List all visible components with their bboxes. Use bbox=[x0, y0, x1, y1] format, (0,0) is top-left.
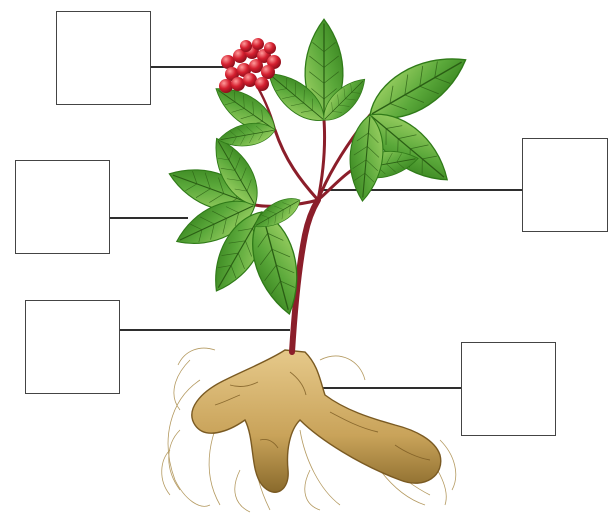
label-box-stem[interactable] bbox=[25, 300, 120, 394]
label-box-leaf[interactable] bbox=[15, 160, 110, 254]
label-box-fruit[interactable] bbox=[56, 11, 151, 105]
root-system bbox=[162, 348, 456, 512]
label-box-root[interactable] bbox=[461, 342, 556, 436]
label-box-petiole[interactable] bbox=[522, 138, 608, 232]
leaves bbox=[163, 19, 476, 319]
berry-cluster bbox=[219, 38, 281, 93]
